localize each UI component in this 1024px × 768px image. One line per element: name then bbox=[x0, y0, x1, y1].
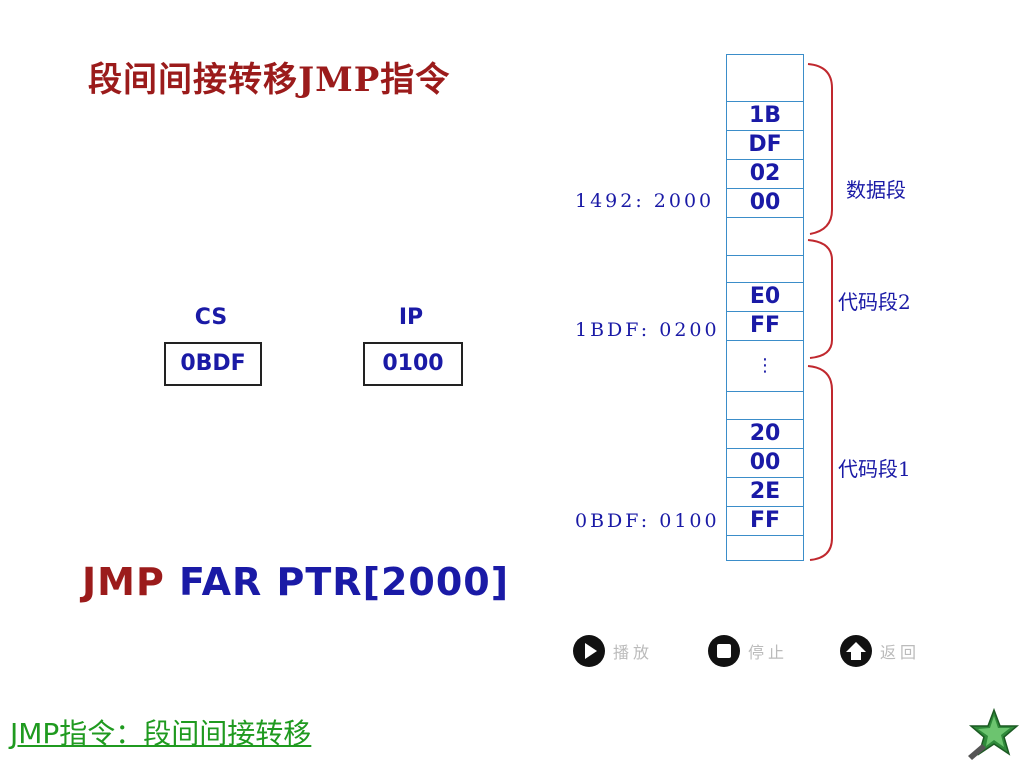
memory-cell bbox=[727, 391, 803, 419]
back-button[interactable]: 返回 bbox=[840, 635, 920, 667]
stop-icon bbox=[708, 635, 740, 667]
memory-cell: 20 bbox=[727, 419, 803, 448]
address-data-segment: 1492: 2000 bbox=[575, 190, 715, 212]
address-code-segment-1: 0BDF: 0100 bbox=[575, 510, 720, 532]
play-icon bbox=[573, 635, 605, 667]
brace-code-segment-1 bbox=[807, 365, 833, 561]
star-icon bbox=[968, 707, 1020, 760]
memory-cell bbox=[727, 255, 803, 282]
memory-cell: ⋮ bbox=[727, 340, 803, 391]
memory-cell: 00 bbox=[727, 188, 803, 217]
memory-cell: FF bbox=[727, 506, 803, 535]
memory-cell: DF bbox=[727, 130, 803, 159]
instruction-text: JMP FAR PTR[2000] bbox=[82, 560, 509, 604]
play-button[interactable]: 播放 bbox=[573, 635, 653, 667]
play-label: 播放 bbox=[613, 643, 654, 662]
stop-label: 停止 bbox=[748, 643, 789, 662]
memory-cell bbox=[727, 217, 803, 255]
instruction-opcode: JMP bbox=[82, 560, 165, 604]
label-code-segment-2: 代码段2 bbox=[838, 290, 911, 314]
cs-label: CS bbox=[194, 305, 228, 330]
segment-braces bbox=[807, 63, 833, 561]
label-data-segment: 数据段 bbox=[846, 178, 906, 202]
up-arrow-icon bbox=[840, 635, 872, 667]
memory-cell: 00 bbox=[727, 448, 803, 477]
page-title: 段间间接转移JMP指令 bbox=[88, 60, 451, 100]
label-code-segment-1: 代码段1 bbox=[838, 457, 911, 481]
instruction-operand: FAR PTR[2000] bbox=[164, 560, 510, 604]
memory-cell: E0 bbox=[727, 282, 803, 311]
brace-data-segment bbox=[807, 63, 833, 235]
memory-cell: FF bbox=[727, 311, 803, 340]
memory-cell bbox=[727, 535, 803, 561]
stop-button[interactable]: 停止 bbox=[708, 635, 788, 667]
brace-code-segment-2 bbox=[807, 239, 833, 359]
address-code-segment-2: 1BDF: 0200 bbox=[575, 319, 720, 341]
memory-cell: 2E bbox=[727, 477, 803, 506]
memory-cell: 1B bbox=[727, 101, 803, 130]
ip-register-box: 0100 bbox=[363, 342, 463, 386]
footer-link[interactable]: JMP指令：段间间接转移 bbox=[10, 717, 312, 750]
memory-column: 1B DF 02 00 E0 FF ⋮ 20 00 2E FF bbox=[726, 54, 804, 561]
ip-label: IP bbox=[398, 305, 424, 330]
memory-cell: 02 bbox=[727, 159, 803, 188]
cs-register-box: 0BDF bbox=[164, 342, 262, 386]
next-button[interactable] bbox=[964, 706, 1020, 762]
back-label: 返回 bbox=[880, 643, 921, 662]
memory-cell bbox=[727, 54, 803, 101]
